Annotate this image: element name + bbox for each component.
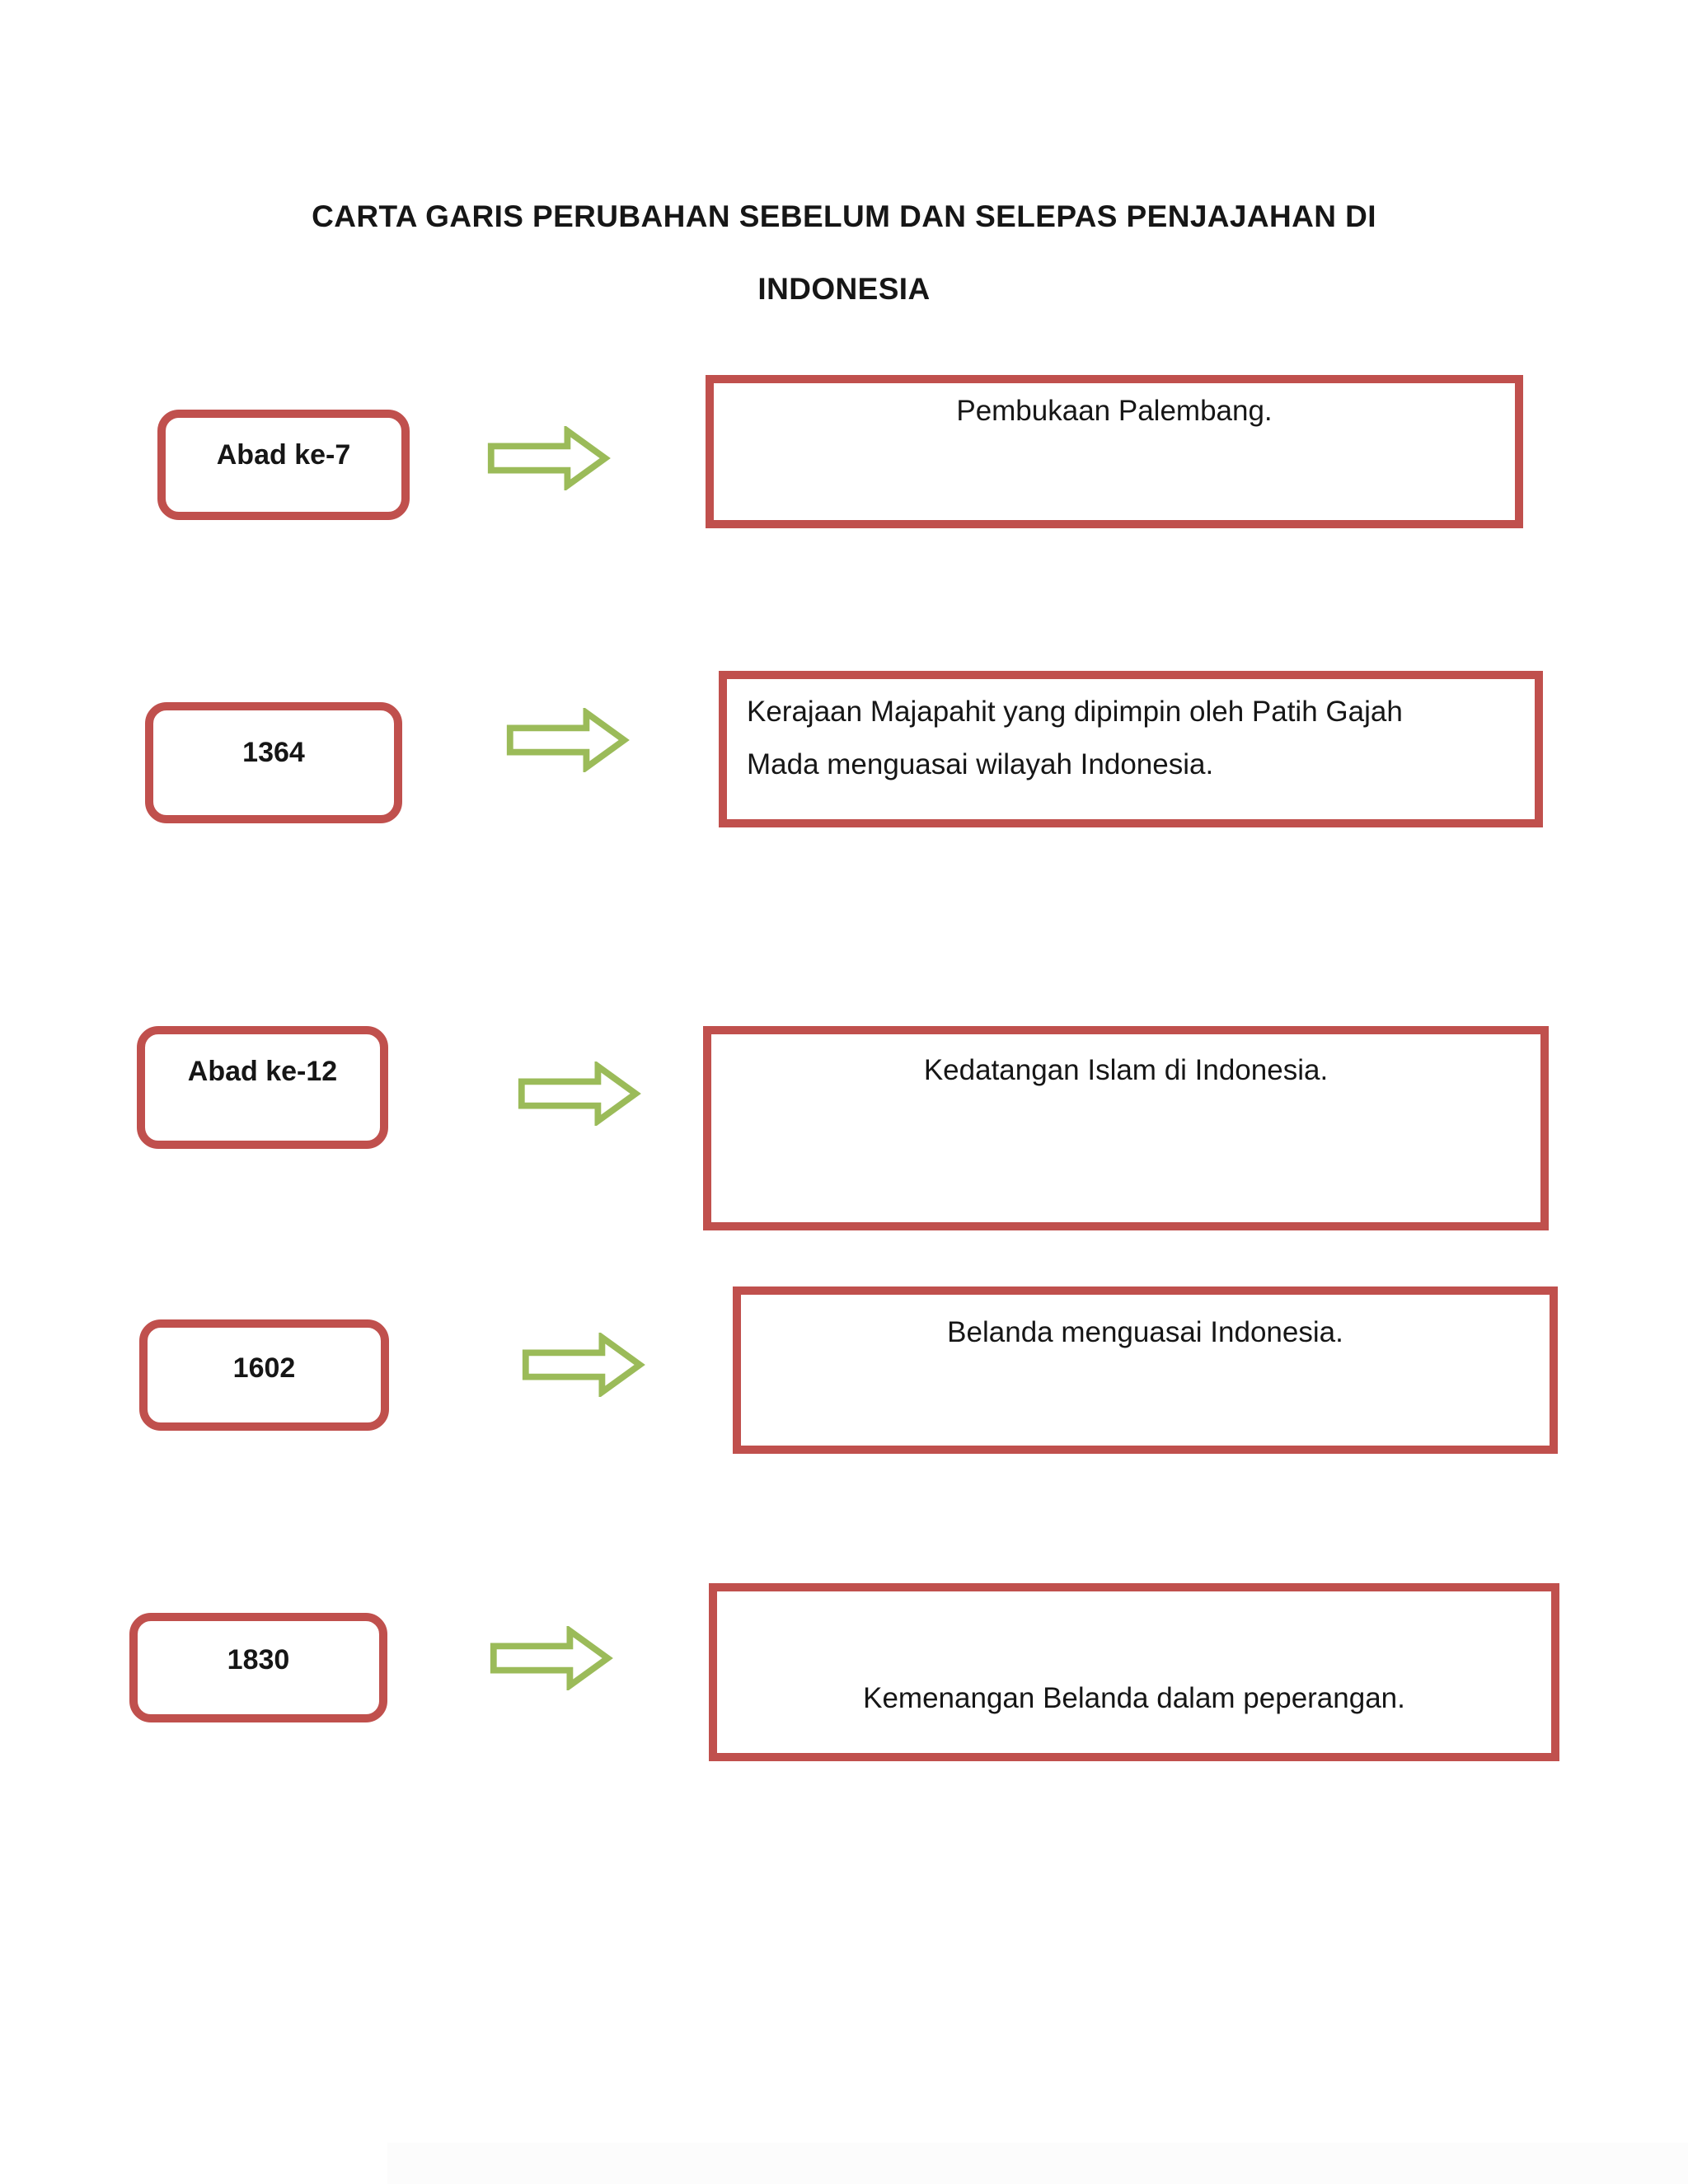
page-title-line-2: INDONESIA (757, 272, 931, 306)
event-text: Belanda menguasai Indonesia. (947, 1316, 1343, 1348)
event-text: Kedatangan Islam di Indonesia. (923, 1054, 1329, 1086)
scan-artifact-band (387, 2143, 1688, 2184)
period-label: 1364 (242, 737, 305, 768)
right-block-arrow-icon (522, 1333, 645, 1397)
period-label: 1830 (227, 1644, 290, 1675)
right-block-arrow-icon (490, 1626, 613, 1690)
event-box-kerajaan-majapahit: Kerajaan Majapahit yang dipimpin oleh Pa… (719, 671, 1543, 827)
event-text: Kemenangan Belanda dalam peperangan. (863, 1682, 1405, 1714)
right-block-arrow-icon (518, 1062, 641, 1126)
period-box-1830: 1830 (129, 1613, 387, 1722)
right-block-arrow-icon (506, 708, 630, 772)
period-box-abad-ke-12: Abad ke-12 (137, 1026, 388, 1149)
event-box-kemenangan-belanda: Kemenangan Belanda dalam peperangan. (709, 1583, 1559, 1761)
event-text-line-2: Mada menguasai wilayah Indonesia. (747, 748, 1214, 780)
event-text: Pembukaan Palembang. (956, 395, 1273, 427)
period-label: Abad ke-7 (216, 439, 351, 471)
period-box-1364: 1364 (145, 702, 402, 823)
event-text-line-1: Kerajaan Majapahit yang dipimpin oleh Pa… (747, 696, 1403, 728)
event-box-pembukaan-palembang: Pembukaan Palembang. (706, 375, 1523, 528)
page-title-line-1: CARTA GARIS PERUBAHAN SEBELUM DAN SELEPA… (312, 199, 1376, 233)
period-label: Abad ke-12 (187, 1056, 338, 1087)
period-box-abad-ke-7: Abad ke-7 (157, 410, 410, 520)
period-label: 1602 (232, 1352, 296, 1384)
period-box-1602: 1602 (139, 1319, 389, 1431)
event-box-belanda-menguasai: Belanda menguasai Indonesia. (733, 1286, 1558, 1454)
right-block-arrow-icon (487, 426, 611, 490)
event-box-kedatangan-islam: Kedatangan Islam di Indonesia. (703, 1026, 1549, 1230)
